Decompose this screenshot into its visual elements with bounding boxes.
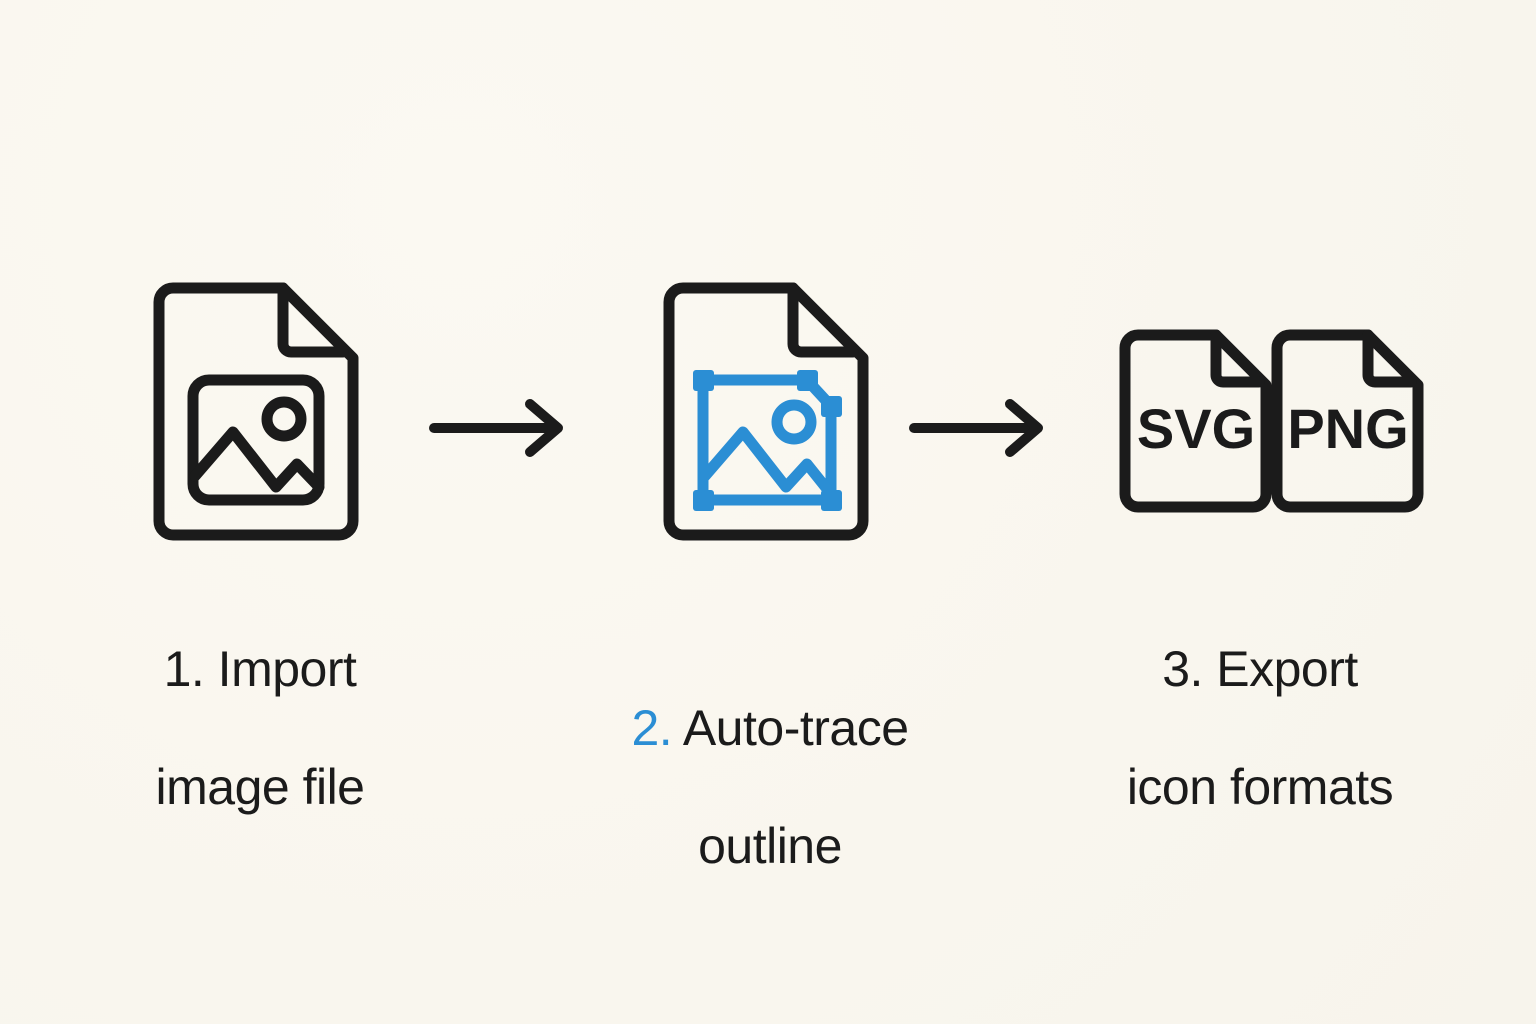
step-2-caption-line-2: outline	[698, 818, 842, 874]
picture-frame-rect	[187, 374, 325, 506]
sun-circle-icon	[261, 396, 307, 442]
anchor-point-bottom-left[interactable]	[693, 490, 714, 511]
step-3-caption-line-1: 3. Export	[1162, 641, 1358, 697]
trace-sun-circle	[771, 399, 817, 445]
step-1: 1. Import image file	[110, 280, 410, 876]
folded-corner-path	[277, 282, 349, 358]
arrow-step2-to-step3	[909, 398, 1060, 458]
step-3-caption: 3. Export icon formats	[1126, 581, 1394, 876]
png-card-folded-corner	[1362, 329, 1417, 388]
step-2-caption-text-1: Auto-trace	[672, 700, 909, 756]
folded-corner-path	[787, 282, 859, 358]
step-2: 2. Auto-trace outline	[620, 280, 920, 935]
vector-trace-file-icon	[663, 282, 869, 541]
trace-outline-path	[697, 374, 837, 506]
step-1-caption-line-1: 1. Import	[163, 641, 357, 697]
step-2-number: 2.	[631, 700, 673, 756]
anchor-point-bottom-right[interactable]	[821, 490, 842, 511]
arrow-head	[525, 399, 563, 457]
png-card-body	[1271, 329, 1424, 513]
anchor-point-corner-cut[interactable]	[821, 396, 842, 417]
arrow-right-icon	[429, 399, 563, 457]
trace-mountain-path	[699, 426, 837, 500]
document-body-path	[153, 282, 359, 541]
vector-trace-group	[693, 370, 842, 511]
svg-card-body	[1119, 329, 1272, 513]
png-card-label: PNG	[1287, 397, 1408, 460]
step-2-caption-line-1: 2. Auto-trace	[631, 640, 910, 758]
format-card-svg[interactable]: SVG	[1119, 329, 1272, 513]
step-3: SVG PNG 3. Export icon formats	[1095, 280, 1425, 876]
export-formats-icon: SVG PNG	[1119, 329, 1424, 513]
svg-card-label: SVG	[1137, 397, 1255, 460]
svg-card-folded-corner	[1210, 329, 1265, 388]
mountain-path	[189, 426, 325, 493]
format-card-png[interactable]: PNG	[1271, 329, 1424, 513]
arrow-step1-to-step2	[429, 398, 580, 458]
anchor-point-top-right[interactable]	[797, 370, 818, 391]
anchor-point-top-left[interactable]	[693, 370, 714, 391]
step-2-icon-stage	[655, 280, 885, 545]
image-file-icon	[153, 282, 359, 541]
step-3-caption-line-2: icon formats	[1126, 759, 1394, 815]
step-1-caption-line-2: image file	[155, 759, 366, 815]
arrow-head	[1005, 399, 1043, 457]
step-3-icon-stage: SVG PNG	[1105, 280, 1424, 545]
step-2-caption: 2. Auto-trace outline	[631, 581, 910, 935]
document-body-path	[663, 282, 869, 541]
step-1-caption: 1. Import image file	[155, 581, 366, 876]
step-1-icon-stage	[145, 280, 375, 545]
arrow-right-icon	[909, 399, 1043, 457]
